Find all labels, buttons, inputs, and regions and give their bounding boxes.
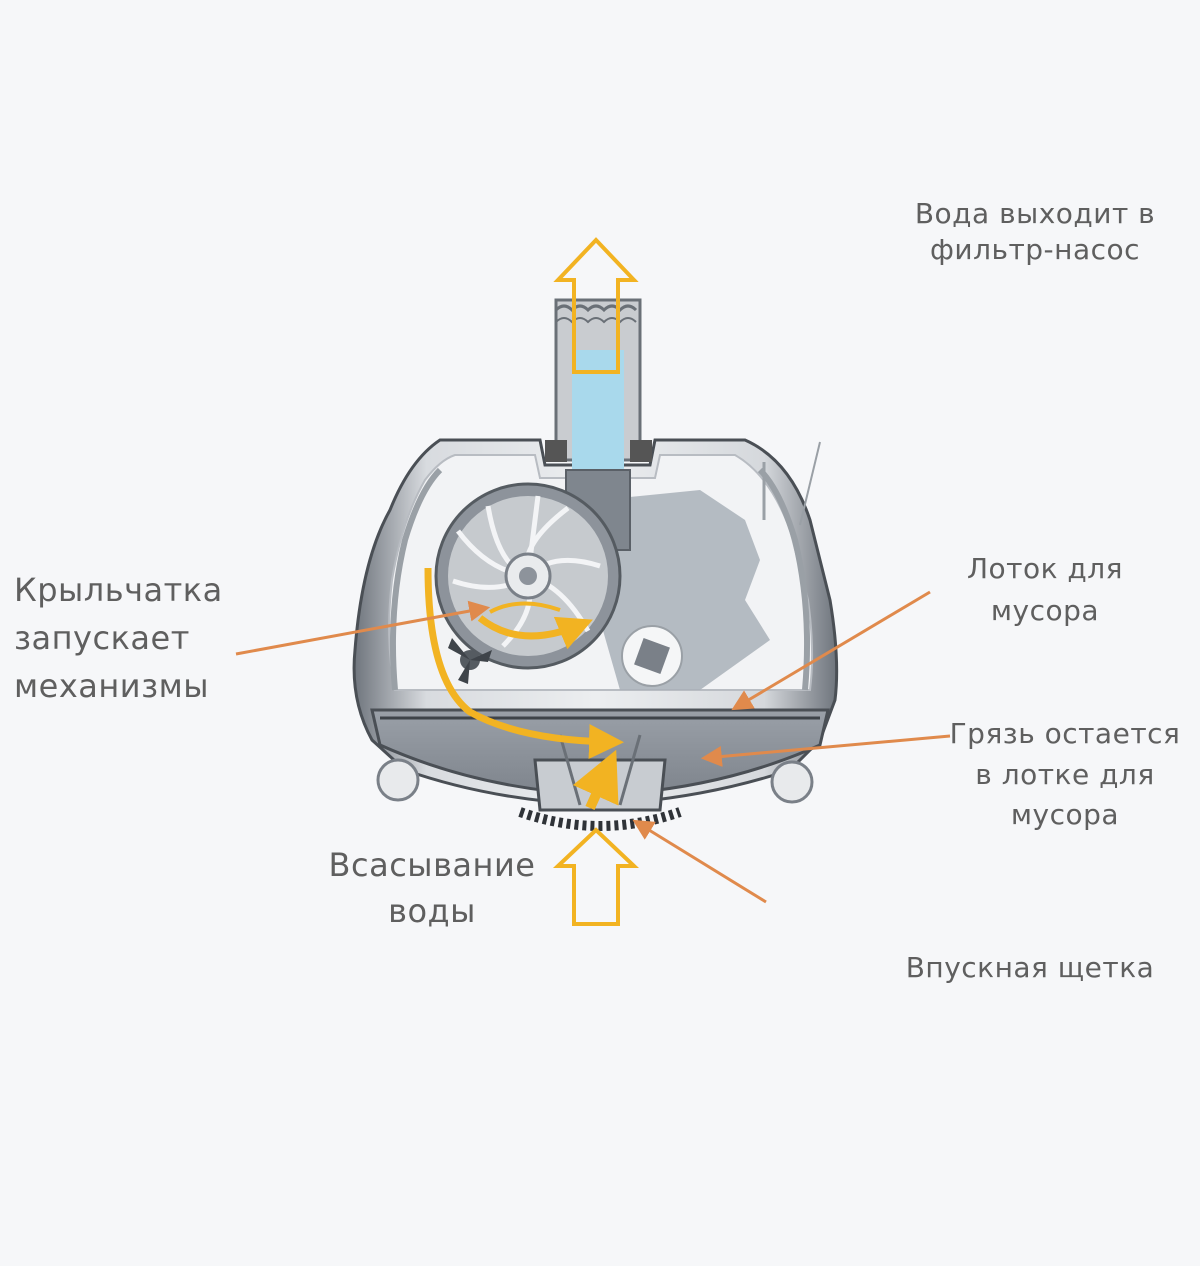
left-wheel [376, 758, 420, 802]
label-impeller-line-2: запускает [14, 619, 190, 657]
label-dirt-line-3: мусора [1010, 798, 1120, 832]
rotor-icon [448, 638, 492, 684]
label-brush-line-1: Впускная щетка [905, 951, 1155, 984]
label-water-out: Вода выходит в фильтр-насос [880, 196, 1190, 268]
label-dirt-remains: Грязь остается в лотке для мусора [940, 714, 1190, 836]
outflow-arrow-icon [553, 237, 639, 374]
label-impeller-line-3: механизмы [14, 667, 210, 705]
label-water-suction: Всасывание воды [312, 842, 552, 935]
pointer-arrows [235, 590, 951, 904]
label-dirt-line-2: в лотке для [975, 757, 1155, 791]
flow-arrows [424, 237, 640, 926]
inflow-arrow-icon [552, 827, 640, 926]
label-dirt-line-1: Грязь остается [949, 717, 1181, 750]
label-debris-tray-line-1: Лоток для [966, 552, 1124, 585]
label-debris-tray-line-2: мусора [990, 594, 1100, 627]
label-impeller: Крыльчатка запускает механизмы [14, 566, 274, 710]
label-suction-line-1: Всасывание [328, 846, 536, 884]
label-impeller-line-1: Крыльчатка [14, 571, 223, 609]
label-water-out-line-1: Вода выходит в [914, 197, 1156, 230]
right-wheel [770, 760, 814, 804]
label-debris-tray: Лоток для мусора [935, 548, 1155, 632]
impeller [434, 482, 622, 670]
label-suction-line-2: воды [388, 892, 476, 931]
label-intake-brush: Впускная щетка [880, 950, 1180, 986]
label-water-out-line-2: фильтр-насос [929, 232, 1141, 266]
